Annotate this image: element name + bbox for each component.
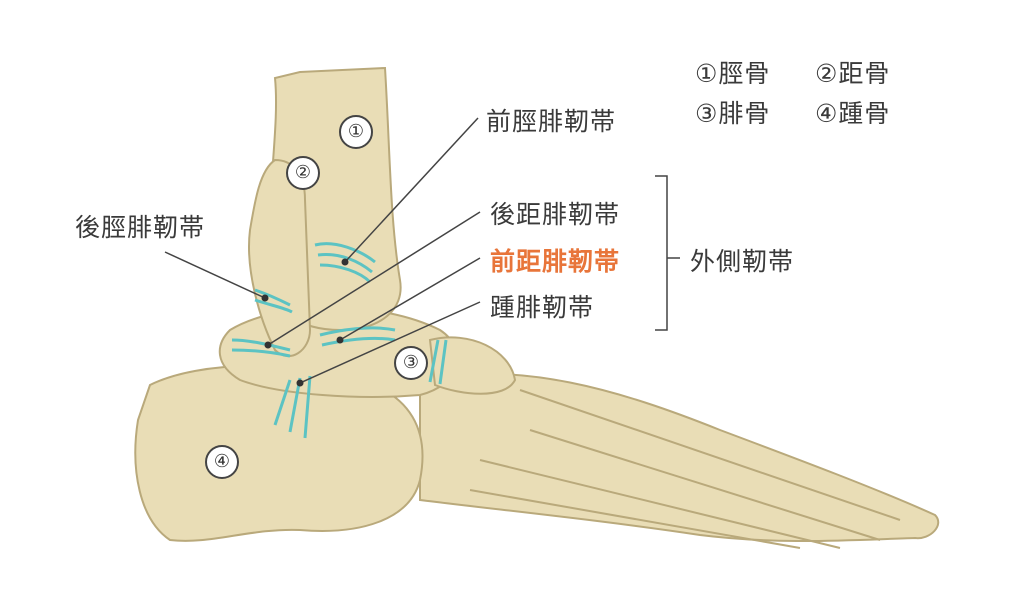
legend-name: 脛骨 [718, 59, 771, 88]
navicular-bone [428, 336, 517, 395]
legend-item-2: ②距骨 [815, 54, 890, 90]
label-posterior-talofibular: 後距腓靭帯 [490, 200, 621, 229]
legend-name: 踵骨 [838, 99, 891, 128]
label-anterior-talofibular: 前距腓靭帯 [490, 247, 621, 276]
metatarsal-bones [419, 372, 940, 543]
toe-lines [469, 389, 901, 549]
legend-num: ④ [815, 99, 839, 128]
ligaments [231, 242, 448, 439]
label-anterior-tibiofibular: 前脛腓靭帯 [486, 107, 617, 136]
legend-num: ① [695, 59, 719, 88]
legend-item-4: ④踵骨 [815, 94, 890, 130]
lateral-ligament-bracket [655, 175, 680, 331]
marker-3: ③ [394, 346, 428, 380]
legend-item-3: ③腓骨 [695, 94, 770, 130]
label-lateral-ligament: 外側靭帯 [690, 247, 795, 276]
legend-name: 距骨 [838, 59, 891, 88]
marker-1: ① [339, 115, 373, 149]
label-posterior-tibiofibular: 後脛腓靭帯 [75, 213, 206, 242]
legend-num: ② [815, 59, 839, 88]
leader-lines [164, 117, 481, 384]
label-calcaneofibular: 踵腓靭帯 [490, 293, 595, 322]
marker-2: ② [286, 156, 320, 190]
legend-item-1: ①脛骨 [695, 54, 770, 90]
legend-num: ③ [695, 99, 719, 128]
legend-name: 腓骨 [718, 99, 771, 128]
marker-4: ④ [205, 445, 239, 479]
